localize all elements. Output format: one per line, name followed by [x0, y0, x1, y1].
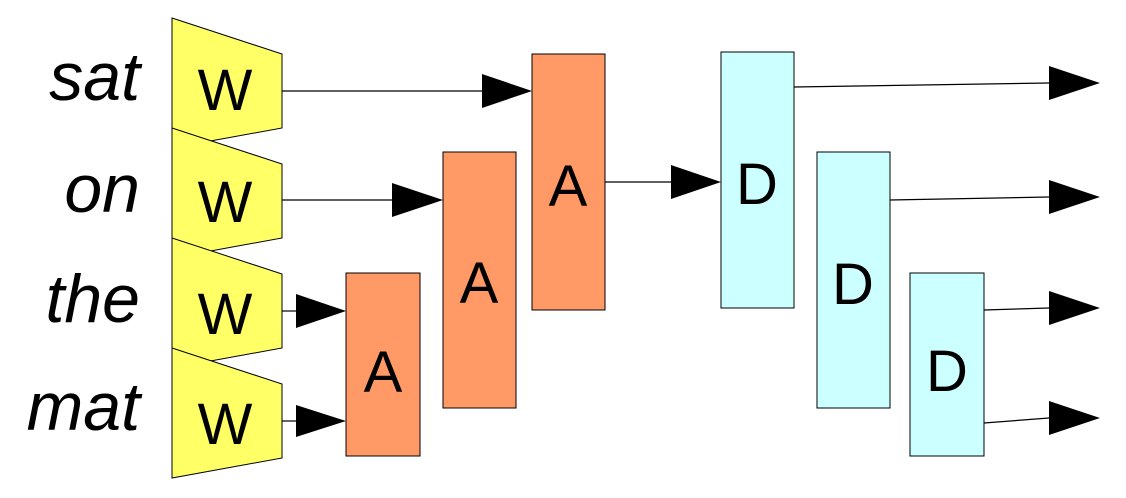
a-block-2: A: [442, 151, 517, 409]
w-block-mat: W: [171, 347, 283, 479]
a-block-3: A: [531, 53, 606, 311]
w-label-mat: W: [198, 392, 253, 457]
d-label-2: D: [832, 252, 874, 317]
arrow-w-the-to-a1: [282, 294, 346, 328]
arrow-a3-to-d1: [605, 165, 721, 199]
word-mat: mat: [27, 369, 143, 445]
w-block-sat: W: [171, 17, 283, 149]
arrow-w-on-to-a2: [282, 183, 443, 217]
d-block-2: D: [816, 151, 891, 409]
w-block-the: W: [171, 237, 283, 369]
arrow-d3-output-lower: [983, 401, 1100, 435]
w-label-the: W: [198, 282, 253, 347]
arrow-w-sat-to-a3: [282, 74, 532, 108]
arrow-d2-output: [889, 180, 1100, 214]
word-the: the: [45, 261, 140, 337]
d-label-3: D: [926, 339, 968, 404]
a-label-1: A: [364, 340, 403, 405]
a-block-1: A: [345, 272, 421, 457]
arrow-d1-output: [793, 66, 1100, 100]
a-label-3: A: [549, 154, 588, 219]
w-label-on: W: [198, 170, 253, 235]
w-label-sat: W: [198, 58, 253, 123]
arrow-w-mat-to-a1: [282, 405, 346, 437]
d-label-1: D: [736, 152, 778, 217]
d-block-1: D: [720, 51, 795, 309]
d-block-3: D: [909, 272, 985, 457]
arrow-d3-output-upper: [983, 291, 1100, 325]
w-block-on: W: [171, 127, 283, 259]
word-on: on: [64, 151, 140, 227]
word-sat: sat: [49, 39, 143, 115]
a-label-2: A: [460, 251, 499, 316]
